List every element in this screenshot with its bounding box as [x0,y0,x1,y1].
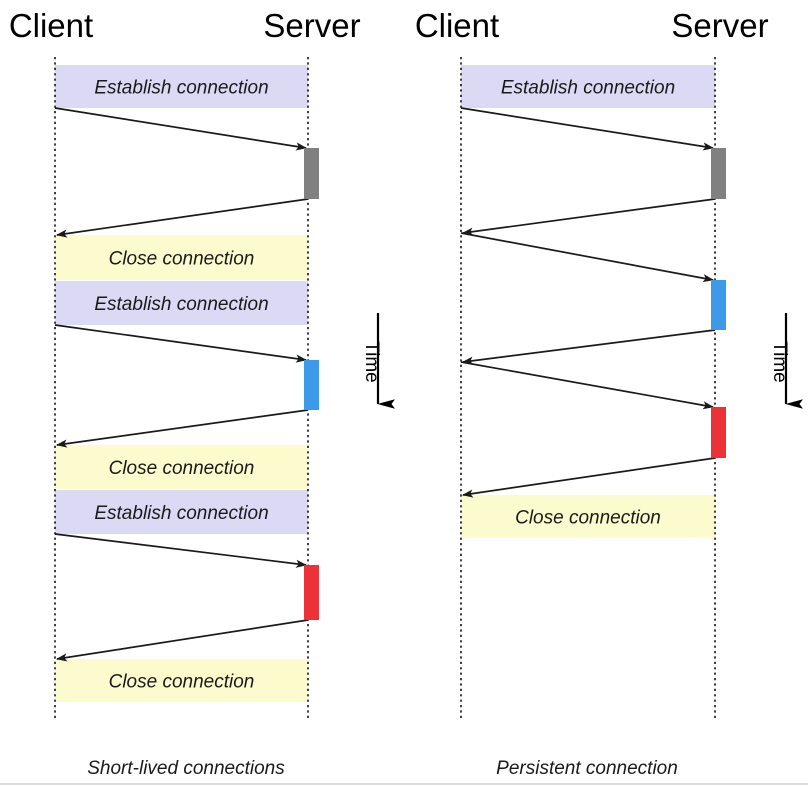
message-band-establish [55,281,308,325]
server-actor-label: Server [671,7,768,44]
message-arrow-response [462,198,716,236]
message-band-label: Establish connection [94,78,268,99]
message-arrow-request [460,232,714,283]
activation-bar-gray [711,148,726,199]
client-actor-label: Client [415,7,499,44]
activation-bar-red [304,565,319,620]
message-band-label: Close connection [109,249,255,270]
message-band-label: Close connection [109,672,255,693]
message-arrow-response [56,198,309,238]
message-band-label: Establish connection [94,503,268,524]
message-arrow-response [462,329,716,365]
message-band-label: Close connection [515,508,661,529]
message-band-establish [55,65,308,108]
client-actor-label: Client [9,7,93,44]
message-arrow-response [56,619,309,662]
panel-caption: Persistent connection [496,758,678,779]
time-axis-label: Time [769,341,790,383]
message-band-close [55,659,308,702]
activation-bar-red [711,407,726,458]
message-band-label: Close connection [109,458,255,479]
message-band-close [461,495,715,538]
message-arrow-response [462,457,716,498]
message-band-establish [461,65,715,108]
message-band-close [55,445,308,489]
message-arrow-request [54,324,307,363]
activation-bar-blue [711,280,726,330]
message-arrow-request [460,107,714,151]
message-arrow-request [54,533,307,568]
panel-caption: Short-lived connections [87,758,285,779]
activation-bar-blue [304,360,319,410]
message-band-label: Establish connection [94,294,268,315]
message-arrow-response [56,409,309,448]
message-band-label: Establish connection [501,78,675,99]
server-actor-label: Server [263,7,360,44]
message-band-establish [55,490,308,534]
message-arrow-request [54,107,307,151]
activation-bar-gray [304,148,319,199]
message-band-close [55,235,308,280]
message-arrow-request [460,361,714,410]
time-axis-label: Time [361,341,382,383]
